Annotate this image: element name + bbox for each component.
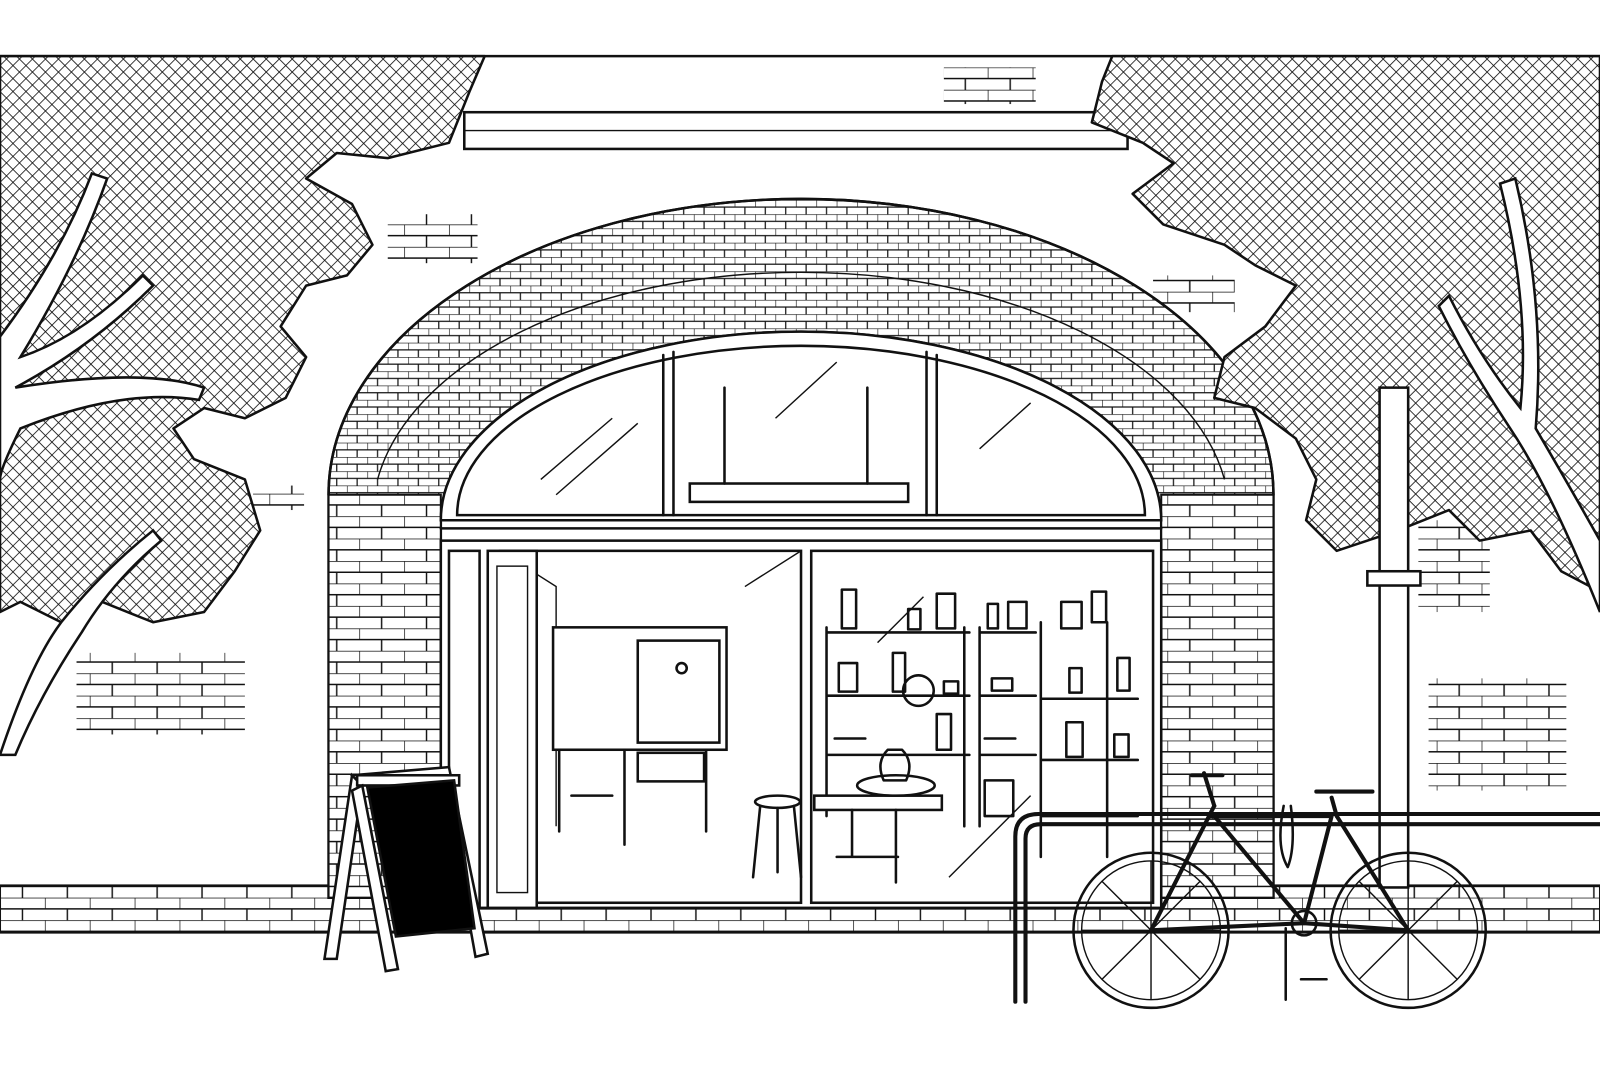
bike-rack xyxy=(1013,811,1600,1004)
pottery-wheel xyxy=(813,748,944,884)
drainpipe xyxy=(1378,386,1410,889)
shop-entrance xyxy=(439,539,1163,910)
brick-patch xyxy=(943,67,1036,105)
pottery-shelves xyxy=(825,588,1140,859)
hanging-light xyxy=(688,482,910,504)
kiln xyxy=(551,626,728,846)
tree-right xyxy=(1090,54,1600,889)
arched-transom-window xyxy=(439,330,1163,530)
stool xyxy=(751,794,803,879)
brick-patch xyxy=(387,214,478,264)
shop-window xyxy=(809,549,1155,905)
open-door[interactable] xyxy=(486,549,539,910)
chalkboard-sign xyxy=(323,765,490,973)
bicycle xyxy=(1072,771,1487,1010)
brick-patch xyxy=(76,652,245,735)
brick-patch xyxy=(1428,678,1567,791)
brick-patch xyxy=(253,485,305,511)
tree-left xyxy=(0,54,486,757)
